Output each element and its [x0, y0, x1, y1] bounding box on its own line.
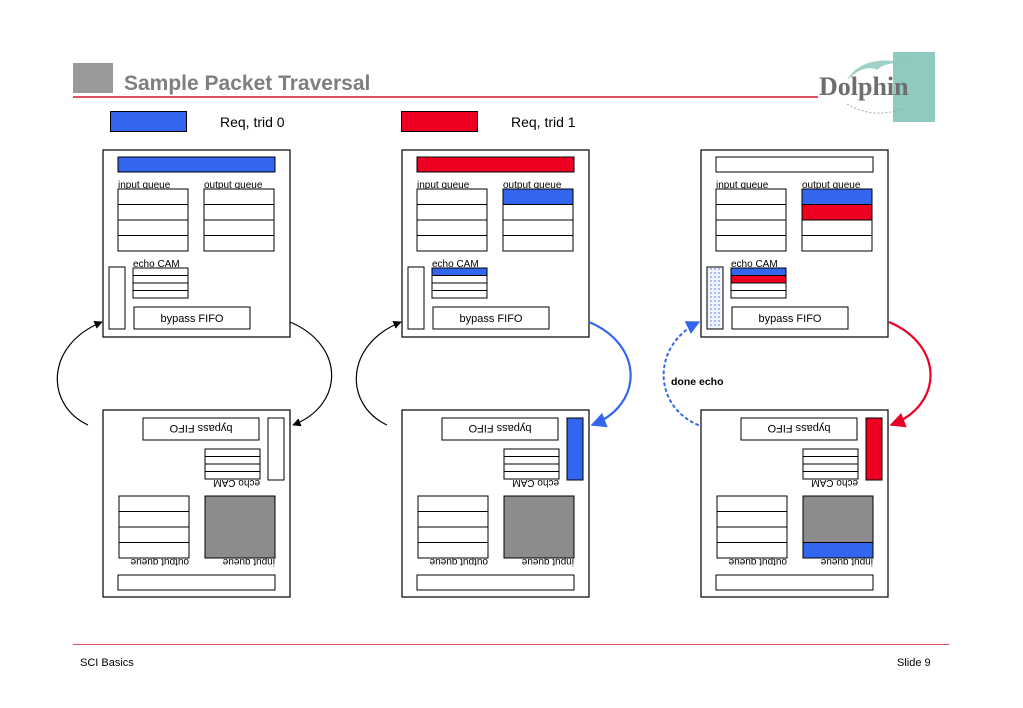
- done-echo-arrow: [662, 321, 701, 426]
- node-2-bottom: input queue output queue echo CAM bypass…: [401, 409, 590, 598]
- bypass-column: [407, 266, 425, 330]
- footer-slide-number: Slide 9: [897, 657, 931, 669]
- bypass-fifo-label: bypass FIFO: [169, 422, 232, 434]
- done-echo-label: done echo: [671, 376, 724, 388]
- input-queue-label: input queue: [521, 556, 574, 567]
- title-square-icon: [73, 63, 113, 93]
- dolphin-icon: [847, 60, 907, 80]
- node-3-top: input queue output queue echo CAM bypass…: [700, 149, 889, 338]
- page-title: Sample Packet Traversal: [124, 72, 371, 95]
- packet-buffer: [715, 574, 874, 591]
- footer-rule: [73, 644, 949, 645]
- input-queue-label: input queue: [222, 556, 275, 567]
- input-queue: [503, 495, 575, 559]
- bypass-fifo: [740, 417, 858, 441]
- logo: Dolphin: [815, 52, 935, 124]
- ring-arrow-left: [355, 320, 402, 426]
- footer-left: SCI Basics: [80, 657, 134, 669]
- echo-cam-slot-blue: [431, 267, 488, 276]
- node-2-top: input queue output queue echo CAM bypass…: [401, 149, 590, 338]
- echo-cam-label: echo CAM: [432, 259, 479, 270]
- echo-cam-slot-red: [730, 275, 787, 284]
- node-1-bottom: input queue output queue echo CAM bypass…: [102, 409, 291, 598]
- packet-buffer: [117, 156, 276, 173]
- legend-swatch-trid0: [110, 111, 187, 132]
- bypass-column-dotted: [706, 266, 724, 330]
- echo-cam-label: echo CAM: [133, 259, 180, 270]
- ring-arrow-right-red: [888, 320, 932, 428]
- bypass-column-red: [865, 417, 883, 481]
- input-queue-label: input queue: [820, 556, 873, 567]
- output-queue-label: output queue: [204, 180, 263, 191]
- bypass-fifo-label: bypass FIFO: [468, 422, 531, 434]
- bypass-column: [108, 266, 126, 330]
- packet-buffer: [117, 574, 276, 591]
- ring-arrow-left: [56, 320, 103, 426]
- output-queue-label: output queue: [802, 180, 861, 191]
- echo-cam-slot-blue: [730, 267, 787, 276]
- logo-teal-block: [893, 52, 935, 122]
- node-3-bottom: input queue output queue echo CAM bypass…: [700, 409, 889, 598]
- input-queue-label: input queue: [118, 180, 171, 191]
- bypass-fifo-label: bypass FIFO: [460, 313, 523, 325]
- echo-cam-label: echo CAM: [811, 477, 858, 488]
- bypass-fifo: [133, 306, 251, 330]
- echo-cam-label: echo CAM: [512, 477, 559, 488]
- output-queue-label: output queue: [429, 556, 488, 567]
- logo-text: Dolphin: [819, 72, 909, 101]
- ring-arrow-right-blue: [588, 320, 632, 428]
- packet-buffer: [416, 574, 575, 591]
- output-queue-label: output queue: [503, 180, 562, 191]
- bypass-fifo: [142, 417, 260, 441]
- title-underline: [73, 96, 818, 98]
- bypass-fifo-label: bypass FIFO: [161, 313, 224, 325]
- output-queue-label: output queue: [130, 556, 189, 567]
- output-queue-slot-blue: [801, 188, 873, 205]
- input-queue-label: input queue: [417, 180, 470, 191]
- input-queue-label: input queue: [716, 180, 769, 191]
- output-queue-label: output queue: [728, 556, 787, 567]
- legend-label-trid0: Req, trid 0: [220, 114, 285, 130]
- input-queue-slot-blue: [802, 542, 874, 559]
- packet-buffer: [715, 156, 874, 173]
- logo-swoosh: [846, 103, 904, 114]
- bypass-fifo: [441, 417, 559, 441]
- output-queue-slot-blue: [502, 188, 574, 205]
- legend-label-trid1: Req, trid 1: [511, 114, 576, 130]
- bypass-fifo-label: bypass FIFO: [767, 422, 830, 434]
- ring-arrow-right: [289, 321, 333, 427]
- echo-cam-label: echo CAM: [213, 477, 260, 488]
- echo-cam-label: echo CAM: [731, 259, 778, 270]
- input-queue: [204, 495, 276, 559]
- legend-swatch-trid1: [401, 111, 478, 132]
- output-queue-slot-red: [801, 204, 873, 221]
- packet-buffer: [416, 156, 575, 173]
- bypass-column-blue: [566, 417, 584, 481]
- bypass-column: [267, 417, 285, 481]
- bypass-fifo-label: bypass FIFO: [759, 313, 822, 325]
- node-1-top: input queue output queue echo CAM bypass…: [102, 149, 291, 338]
- bypass-fifo: [731, 306, 849, 330]
- bypass-fifo: [432, 306, 550, 330]
